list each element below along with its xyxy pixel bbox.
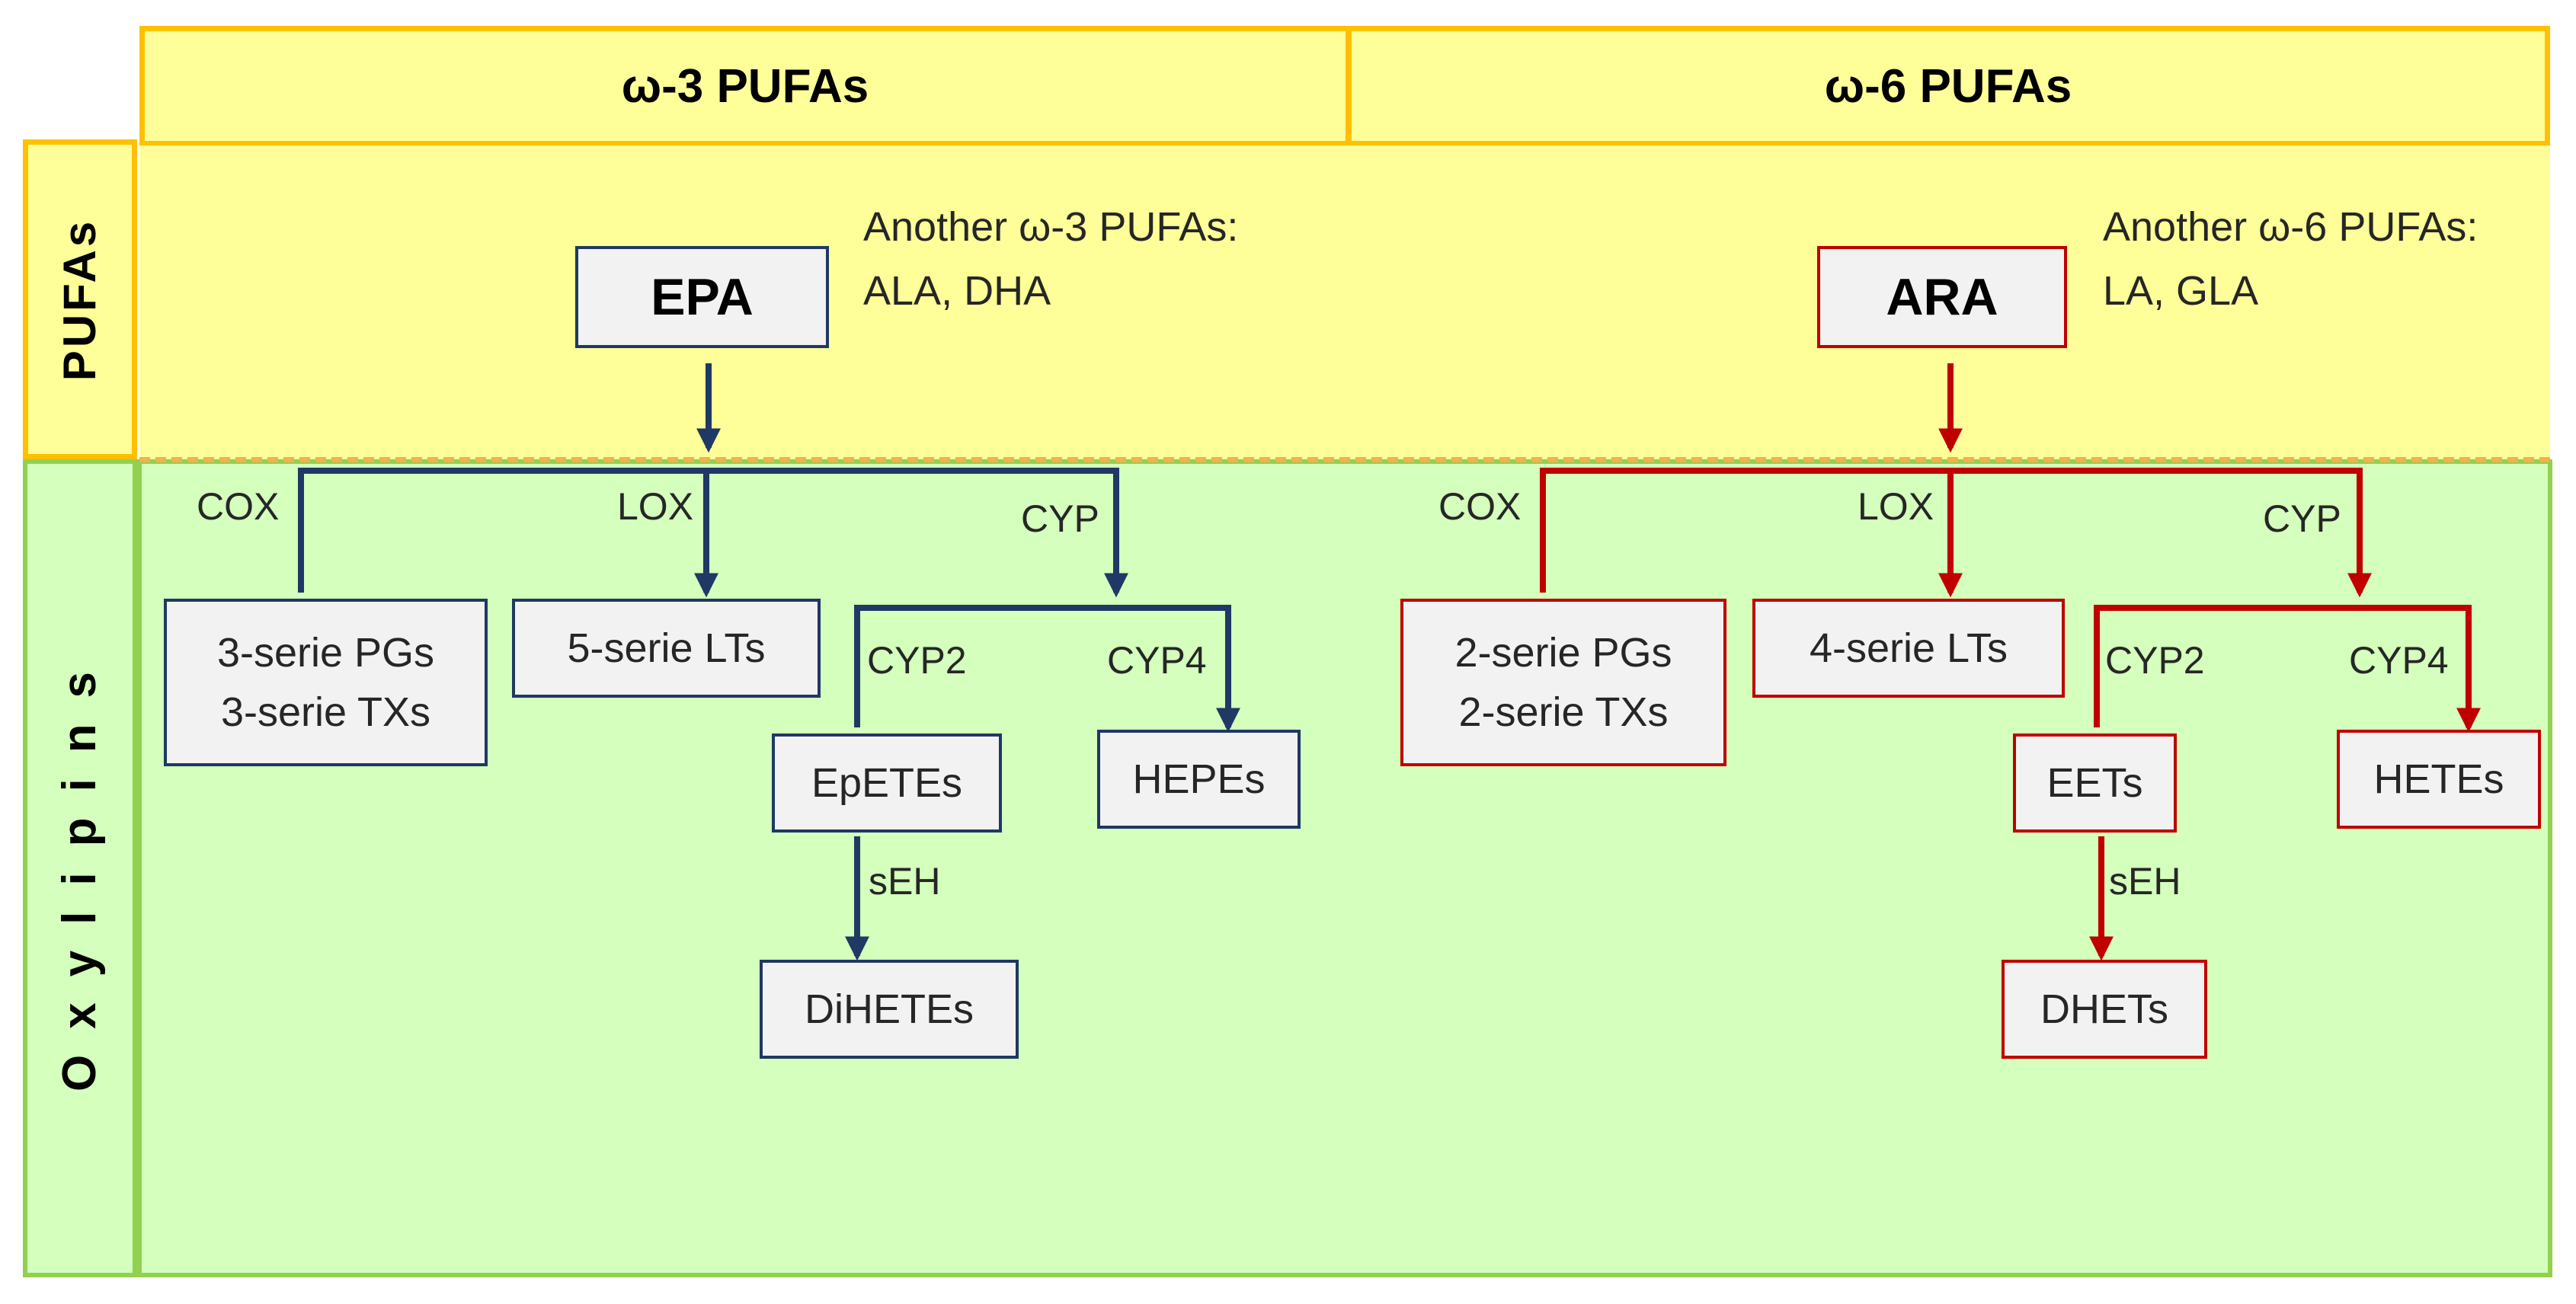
omega3-cox-label: COX [197, 485, 280, 528]
omega3-cox-products-box: 3-serie PGs 3-serie TXs [164, 599, 488, 766]
omega6-cyp4-label: CYP4 [2349, 639, 2449, 682]
epetes-box: EpETEs [772, 734, 1002, 833]
hepes-label: HEPEs [1132, 756, 1266, 802]
dihetes-box: DiHETEs [760, 960, 1019, 1059]
omega3-connectors [298, 363, 1240, 961]
omega6-cox-label: COX [1438, 485, 1522, 528]
omega6-header: ω-6 PUFAs [1346, 26, 2550, 146]
epa-label: EPA [651, 267, 754, 326]
pufas-row-label: PUFAs [23, 139, 137, 459]
omega6-cox-products-box: 2-serie PGs 2-serie TXs [1400, 599, 1726, 766]
omega3-other-pufas-note: Another ω-3 PUFAs: ALA, DHA [863, 196, 1238, 323]
omega6-lox-products-box: 4-serie LTs [1752, 599, 2065, 698]
dhets-box: DHETs [2002, 960, 2207, 1059]
omega6-header-label: ω-6 PUFAs [1824, 59, 2072, 113]
omega3-note-line2: ALA, DHA [863, 267, 1051, 314]
omega3-cyp-subbranch [854, 605, 1240, 733]
omega6-pgs-label: 2-serie PGs [1454, 629, 1672, 676]
omega3-pgs-label: 3-serie PGs [216, 629, 435, 676]
epetes-label: EpETEs [811, 759, 963, 806]
omega3-note-line1: Another ω-3 PUFAs: [863, 204, 1239, 250]
omega3-cyp2-label: CYP2 [867, 639, 967, 682]
omega6-seh-label: sEH [2109, 860, 2181, 903]
oxylipins-band [139, 462, 2550, 1274]
omega3-header: ω-3 PUFAs [139, 26, 1351, 146]
pufas-band [139, 145, 2550, 459]
eets-box: EETs [2013, 734, 2177, 833]
hetes-label: HETEs [2373, 756, 2504, 802]
ara-box: ARA [1817, 246, 2067, 348]
dhets-label: DHETs [2040, 986, 2168, 1032]
oxylipins-row-label: Oxylipins [23, 459, 137, 1277]
omega3-lox-label: LOX [617, 485, 694, 528]
ara-label: ARA [1886, 267, 1998, 326]
omega6-cyp-label: CYP [2263, 497, 2341, 540]
dihetes-label: DiHETEs [804, 986, 974, 1032]
omega6-lox-label: LOX [1858, 485, 1934, 528]
omega6-connectors [1540, 363, 2481, 961]
hetes-box: HETEs [2337, 730, 2541, 829]
omega6-cyp2-label: CYP2 [2105, 639, 2205, 682]
omega6-cyp-subbranch [2094, 605, 2481, 733]
omega6-other-pufas-note: Another ω-6 PUFAs: LA, GLA [2103, 196, 2478, 323]
omega3-cyp4-label: CYP4 [1107, 639, 1207, 682]
omega3-cyp-label: CYP [1021, 497, 1099, 540]
omega3-lts-label: 5-serie LTs [567, 625, 766, 671]
omega6-txs-label: 2-serie TXs [1458, 689, 1669, 735]
omega6-lts-label: 4-serie LTs [1809, 625, 2008, 671]
omega3-seh-label: sEH [869, 860, 941, 903]
epa-box: EPA [575, 246, 829, 348]
eets-label: EETs [2046, 759, 2143, 806]
omega3-lox-products-box: 5-serie LTs [512, 599, 821, 698]
omega3-txs-label: 3-serie TXs [220, 689, 431, 735]
omega3-header-label: ω-3 PUFAs [621, 59, 869, 113]
omega6-note-line2: LA, GLA [2103, 267, 2259, 314]
hepes-box: HEPEs [1097, 730, 1301, 829]
pufa-oxylipin-divider [139, 457, 2550, 462]
omega6-note-line1: Another ω-6 PUFAs: [2103, 204, 2478, 250]
